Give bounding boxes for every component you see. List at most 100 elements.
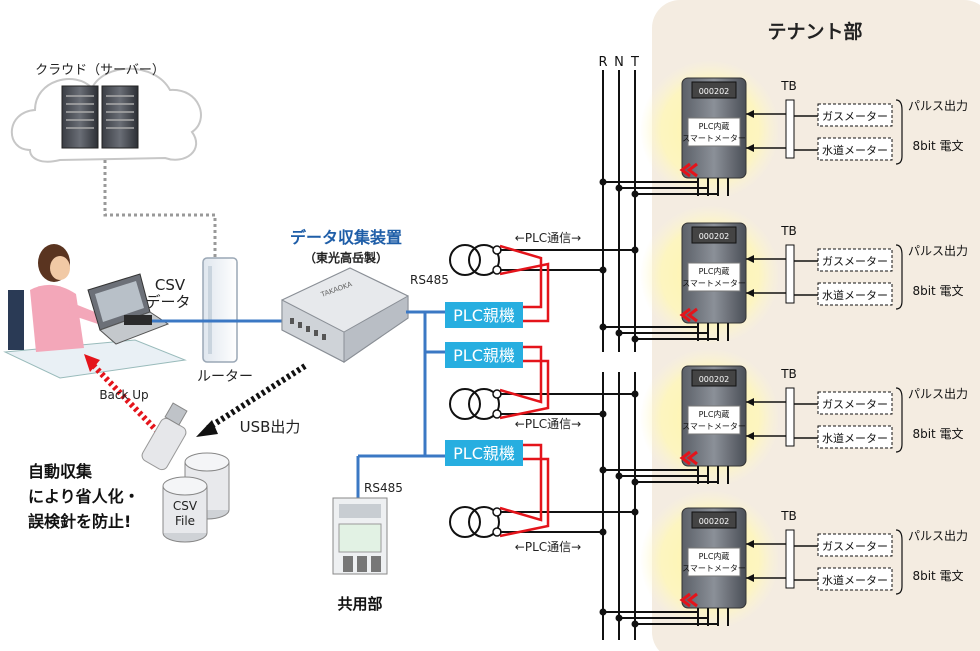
arrow-icon [746,289,754,297]
meter-label-line-1: PLC内蔵 [699,551,730,561]
plc-signal-icon [679,592,691,608]
tb-label: TB [780,224,797,238]
plc-signal-icon [686,307,698,323]
meter-display [691,511,737,529]
tb-label: TB [780,509,797,523]
csv-label: CSV [155,276,186,294]
terminal-block-icon [785,387,795,447]
plc-master-1: PLC親機 [445,302,523,328]
transformer-icon [468,244,500,276]
bit-message-label: 8bit 電文 [912,283,963,298]
transformer-icon [449,244,481,276]
shared-meter-icon [332,497,388,575]
gas-meter-label: ガスメーター [822,398,888,411]
gas-meter-label: ガスメーター [822,255,888,268]
plc-master-2: PLC親機 [445,342,523,368]
backup-label: Back Up [99,388,148,402]
meter-label-plate [687,262,741,292]
tenant-title: テナント部 [767,20,862,43]
tb-label: TB [780,367,797,381]
slogan-line-1: 自動収集 [28,462,93,481]
meter-display-value: 000202 [699,517,730,526]
data-collector-device: TAKAOKA [281,267,409,363]
plc-coupling-line [499,345,543,404]
cloud-label: クラウド（サーバー） [35,63,165,78]
water-meter-label: 水道メーター [822,573,888,587]
plc-signal-icon [679,450,691,466]
bus-junction [599,608,607,616]
bus-junction [631,620,639,628]
meter-label-plate [687,405,741,435]
bus-junction [599,528,607,536]
arrow-icon [746,255,754,263]
backup-arrow [89,361,161,435]
meter-label-plate [687,117,741,147]
bus-junction [615,329,623,337]
plc-signal-icon [686,162,698,178]
usb-arrow [206,363,307,431]
meter-label-line-1: PLC内蔵 [699,266,730,276]
plc-comm-label-1: ←PLC通信→ [515,231,581,245]
cloud-icon [10,67,202,163]
terminal-block-icon [785,244,795,304]
plc-comm-label-3: ←PLC通信→ [515,540,581,554]
water-meter-label: 水道メーター [822,288,888,302]
csv-file-label: CSV [173,499,198,513]
bus-junction [599,266,607,274]
bus-junction [631,190,639,198]
arrow-icon [746,110,754,118]
water-meter-box [817,137,893,161]
pulse-output-label: パルス出力 [908,99,968,113]
plc-coupling-line [499,359,550,420]
plc-coupling-line [499,457,550,538]
csv-label-2: データ [145,293,190,311]
collector-maker: （東光高岳製） [304,250,388,265]
meter-display [691,81,737,99]
bus-junction [615,472,623,480]
cloud-link [103,160,217,262]
slogan-line-3: 誤検針を防止! [28,512,131,531]
shared-label: 共用部 [337,595,382,613]
meter-label-line-2: スマートメーター [682,134,746,143]
gas-meter-box [817,533,893,557]
brace [895,99,903,165]
plc-coupling-line [499,443,543,522]
bus-junction [631,335,639,343]
plc-signal-icon [686,450,698,466]
rs485-top-label: RS485 [410,273,449,287]
bus-junction [631,390,639,398]
gas-meter-label: ガスメーター [822,110,888,123]
plc-comm-label-2: ←PLC通信→ [515,417,581,431]
gas-meter-box [817,248,893,272]
arrow-icon [746,398,754,406]
meter-display [691,369,737,387]
bus-junction [599,178,607,186]
brace [895,244,903,310]
plc-master-3: PLC親機 [445,440,523,466]
svg-text:PLC親機: PLC親機 [453,346,515,365]
phase-r-label: R [598,55,607,70]
water-meter-box [817,567,893,591]
collector-title: データ収集装置 [290,228,402,247]
bit-message-label: 8bit 電文 [912,138,963,153]
meter-display-value: 000202 [699,87,730,96]
csv-file-label-2: File [175,514,195,528]
plc-coupling-line [499,244,543,309]
meter-label-plate [687,547,741,577]
meter-display-value: 000202 [699,232,730,241]
arrow-icon [746,540,754,548]
bus-junction [631,478,639,486]
water-meter-label: 水道メーター [822,143,888,157]
bit-message-label: 8bit 電文 [912,568,963,583]
water-meter-box [817,425,893,449]
phase-t-label: T [630,55,639,70]
bus-junction [615,184,623,192]
hub-icon [124,315,152,325]
gas-meter-label: ガスメーター [822,540,888,553]
meter-label-line-2: スマートメーター [682,422,746,431]
pulse-output-label: パルス出力 [908,529,968,543]
brace [895,529,903,595]
transformer-icon [468,388,500,420]
bit-message-label: 8bit 電文 [912,426,963,441]
